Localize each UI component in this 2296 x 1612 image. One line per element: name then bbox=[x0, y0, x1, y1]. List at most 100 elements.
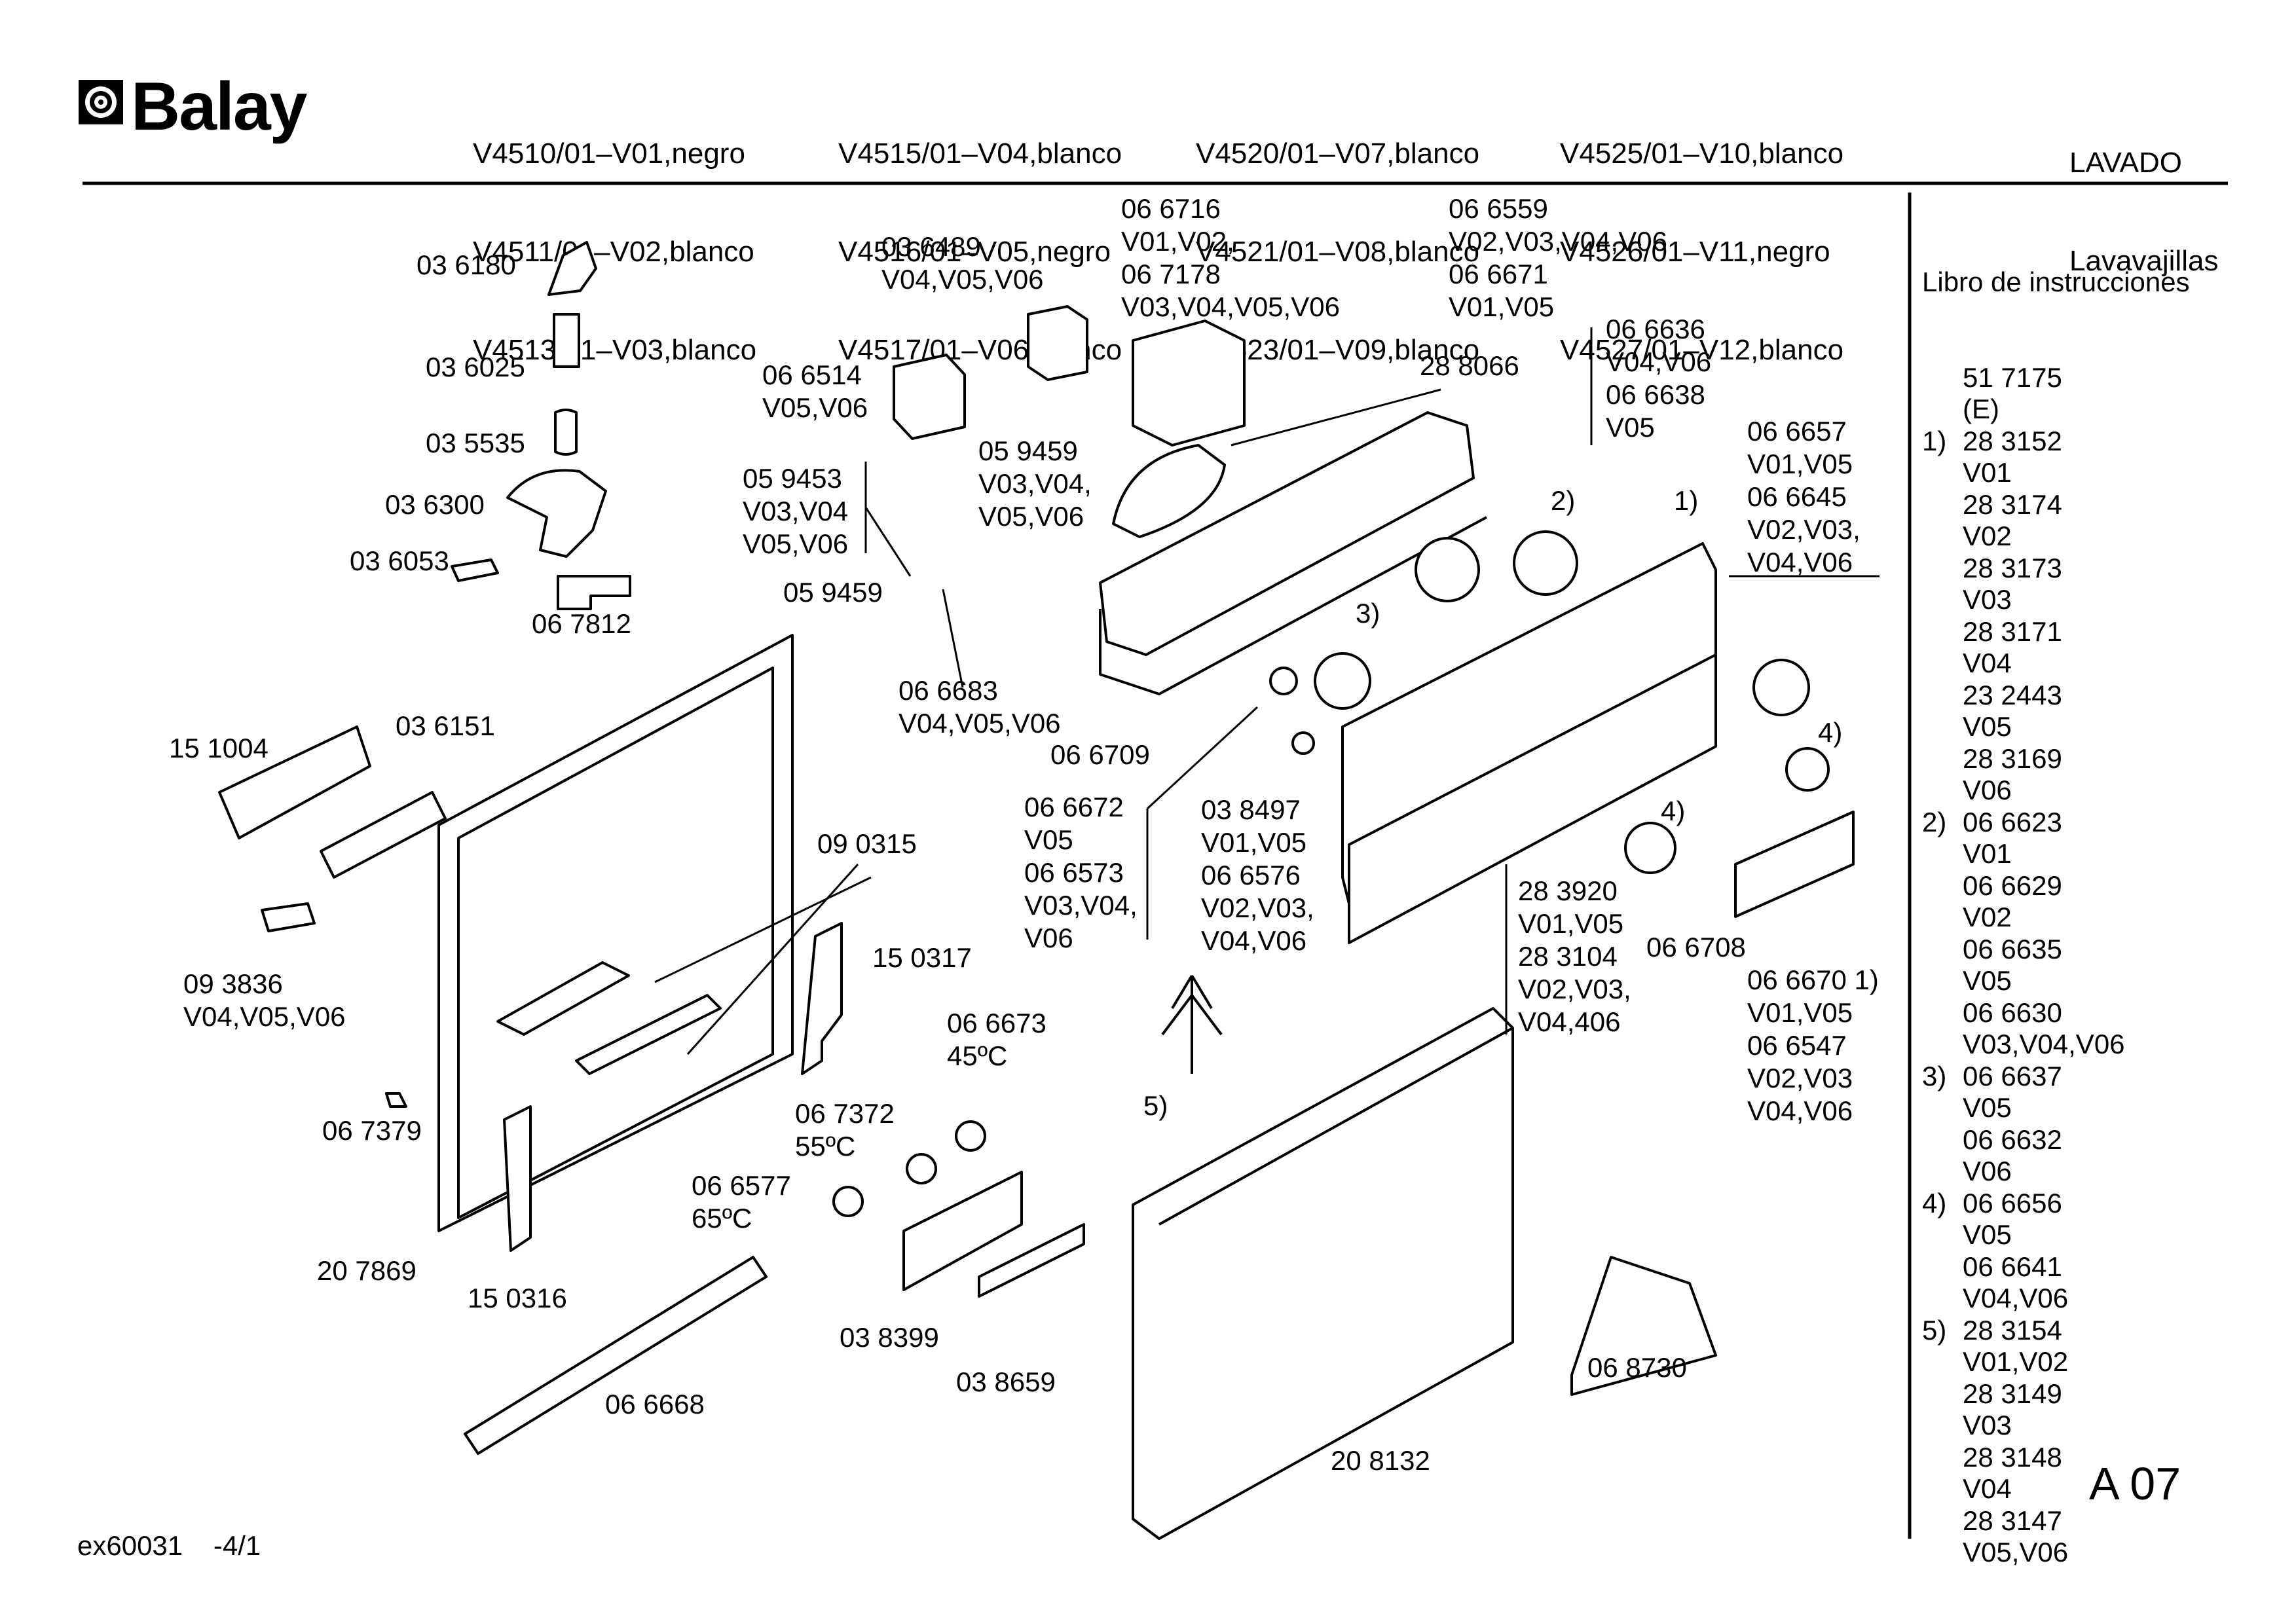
balay-logo-icon bbox=[79, 80, 123, 124]
part-label: 06 6636 V04,V06 06 6638 V05 bbox=[1606, 314, 1712, 443]
model-line: V4515/01–V04,blanco bbox=[838, 137, 1122, 170]
brand-logo-text: Balay bbox=[131, 69, 308, 145]
part-label: 06 6670 1) V01,V05 06 6547 V02,V03 V04,V… bbox=[1747, 964, 1879, 1126]
model-line: V4526/01–V11,negro bbox=[1560, 236, 1830, 268]
manual-list-row: 06 6630 bbox=[1922, 997, 2190, 1029]
manual-list-value: V01 bbox=[1963, 457, 2012, 488]
sidebar-title: Libro de instrucciones bbox=[1922, 266, 2190, 297]
part-label: 03 6180 bbox=[417, 249, 516, 280]
manual-list-row: 06 6632 bbox=[1922, 1124, 2190, 1156]
part-label: 06 6683 V04,V05,V06 bbox=[898, 675, 1061, 739]
part-label: 06 6673 45ºC bbox=[947, 1008, 1046, 1071]
part-label: 03 6025 bbox=[426, 352, 525, 382]
manual-list-value: (E) bbox=[1963, 394, 1999, 424]
model-line: V4511/01–V02,blanco bbox=[473, 236, 754, 268]
category-line1: LAVADO bbox=[2069, 147, 2182, 179]
manual-list-row: 06 6641 bbox=[1922, 1251, 2190, 1283]
footer-file-code: ex60031 bbox=[77, 1530, 183, 1561]
part-label: 03 6489 V04,V05,V06 bbox=[881, 231, 1044, 295]
manual-list-value: V04 bbox=[1963, 648, 2012, 678]
brackets bbox=[503, 922, 1085, 1298]
manual-list-callout: 1) bbox=[1922, 425, 1947, 456]
manual-list-row: 3)06 6637 bbox=[1922, 1061, 2190, 1093]
part-label: 06 7812 bbox=[532, 608, 631, 639]
door-lock-parts bbox=[451, 241, 631, 610]
part-label: 06 7379 bbox=[322, 1115, 422, 1146]
manual-list-value: 06 6656 bbox=[1963, 1187, 2062, 1218]
instruction-manual-list: Libro de instrucciones 51 7175(E) 1) 28 31… bbox=[1922, 203, 2190, 1600]
part-label: 05 9453 V03,V04 V05,V06 bbox=[743, 463, 849, 559]
manual-list-callout: 3) bbox=[1922, 1060, 1947, 1091]
manual-list-value: V05 bbox=[1963, 965, 2012, 996]
manual-list-value: V05,V06 bbox=[1963, 1537, 2069, 1567]
left-side-parts bbox=[218, 725, 447, 1108]
callout-label: 2) bbox=[1551, 485, 1576, 516]
manual-list-value: V01 bbox=[1963, 838, 2012, 869]
part-label: 28 8066 bbox=[1420, 350, 1519, 381]
manual-list-row: 28 3149 bbox=[1922, 1378, 2190, 1410]
manual-list-value: 51 7175 bbox=[1963, 361, 2062, 393]
manual-list-value: 28 3173 bbox=[1963, 552, 2062, 583]
part-label: 06 6668 bbox=[605, 1389, 705, 1420]
model-line: V4516/01–V05,negro bbox=[838, 236, 1111, 268]
manual-list-row: V04,V06 bbox=[1922, 1283, 2190, 1315]
manual-list-row: V05 bbox=[1922, 1219, 2190, 1251]
manual-list-row: 5)28 3154 bbox=[1922, 1315, 2190, 1347]
model-line: V4520/01–V07,blanco bbox=[1196, 137, 1480, 170]
manual-list-value: 28 3152 bbox=[1963, 425, 2062, 456]
part-label: 09 0315 bbox=[817, 828, 917, 859]
manual-list-row: 4)06 6656 bbox=[1922, 1188, 2190, 1220]
manual-list-row: 23 2443 bbox=[1922, 680, 2190, 712]
model-list-col4: V4525/01–V10,blanco V4526/01–V11,negro V… bbox=[1560, 72, 1843, 399]
part-label: 20 8132 bbox=[1331, 1445, 1430, 1476]
page-code: A 07 bbox=[2089, 1458, 2181, 1509]
manual-list-row: V03 bbox=[1922, 1410, 2190, 1442]
part-label: 06 6716 V01,V02, 06 7178 V03,V04,V05,V06 bbox=[1121, 193, 1340, 322]
part-label: 15 1004 bbox=[169, 733, 268, 763]
part-label: 15 0316 bbox=[468, 1283, 567, 1313]
manual-list-value: 06 6632 bbox=[1963, 1124, 2062, 1155]
manual-list-row: 28 3171 bbox=[1922, 616, 2190, 648]
manual-list-value: 28 3148 bbox=[1963, 1441, 2062, 1473]
leader-lines bbox=[654, 327, 1879, 1055]
footer: ex60031 -4/1 bbox=[77, 1530, 261, 1562]
footer-page: -4/1 bbox=[213, 1530, 261, 1561]
manual-list-row: V04 bbox=[1922, 648, 2190, 680]
model-line: V4513/01–V03,blanco bbox=[473, 334, 757, 366]
manual-list-value: 06 6623 bbox=[1963, 806, 2062, 837]
manual-list-value: V03 bbox=[1963, 1410, 2012, 1440]
manual-list-row: 28 3173 bbox=[1922, 553, 2190, 585]
manual-list-row: 28 3169 bbox=[1922, 743, 2190, 775]
manual-list-value: V04 bbox=[1963, 1473, 2012, 1504]
manual-list-value: V03,V04,V06 bbox=[1963, 1029, 2125, 1059]
inner-door bbox=[437, 634, 794, 1232]
manual-list-row: 28 3174 bbox=[1922, 489, 2190, 521]
category-line2: Lavavajillas bbox=[2069, 245, 2219, 277]
control-panel bbox=[1099, 411, 1855, 944]
part-label: 03 5535 bbox=[426, 428, 525, 458]
manual-list-row: 2)06 6623 bbox=[1922, 807, 2190, 839]
manual-list-row: 51 7175 bbox=[1922, 362, 2190, 394]
manual-list-row: V05 bbox=[1922, 1092, 2190, 1124]
part-label: 03 6151 bbox=[396, 710, 495, 741]
category-heading: LAVADO Lavavajillas bbox=[2069, 81, 2218, 310]
manual-list-value: V01,V02 bbox=[1963, 1346, 2069, 1377]
part-label: 06 6577 65ºC bbox=[692, 1170, 791, 1234]
part-label: 06 8730 bbox=[1587, 1352, 1687, 1383]
callout-label: 1) bbox=[1674, 485, 1699, 516]
manual-list-row: V02 bbox=[1922, 521, 2190, 553]
part-label: 06 6708 bbox=[1646, 932, 1746, 962]
manual-list-row: 06 6629 bbox=[1922, 870, 2190, 902]
part-label: 03 6300 bbox=[385, 489, 485, 520]
manual-list-row: 28 3147 bbox=[1922, 1505, 2190, 1537]
manual-list-value: V02 bbox=[1963, 521, 2012, 551]
manual-list-value: 23 2443 bbox=[1963, 679, 2062, 710]
manual-list-row: V02 bbox=[1922, 902, 2190, 934]
manual-list-value: V05 bbox=[1963, 1219, 2012, 1250]
manual-list-value: 28 3147 bbox=[1963, 1505, 2062, 1536]
manual-list-row: 28 3148 bbox=[1922, 1442, 2190, 1474]
manual-list-value: 28 3169 bbox=[1963, 742, 2062, 774]
part-label: 05 9459 bbox=[783, 577, 883, 608]
part-label: 15 0317 bbox=[872, 942, 972, 973]
